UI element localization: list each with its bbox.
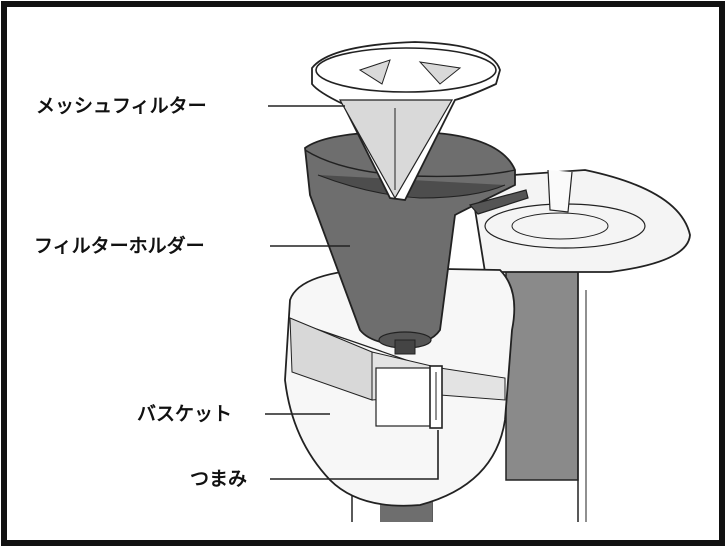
basket-label: バスケット — [137, 403, 233, 425]
filter-holder-label: フィルターホルダー — [34, 235, 205, 257]
knob-leader — [270, 430, 439, 480]
side-panel — [505, 269, 579, 481]
mesh-filter-label: メッシュフィルター — [36, 95, 207, 117]
knob-label: つまみ — [190, 468, 248, 490]
